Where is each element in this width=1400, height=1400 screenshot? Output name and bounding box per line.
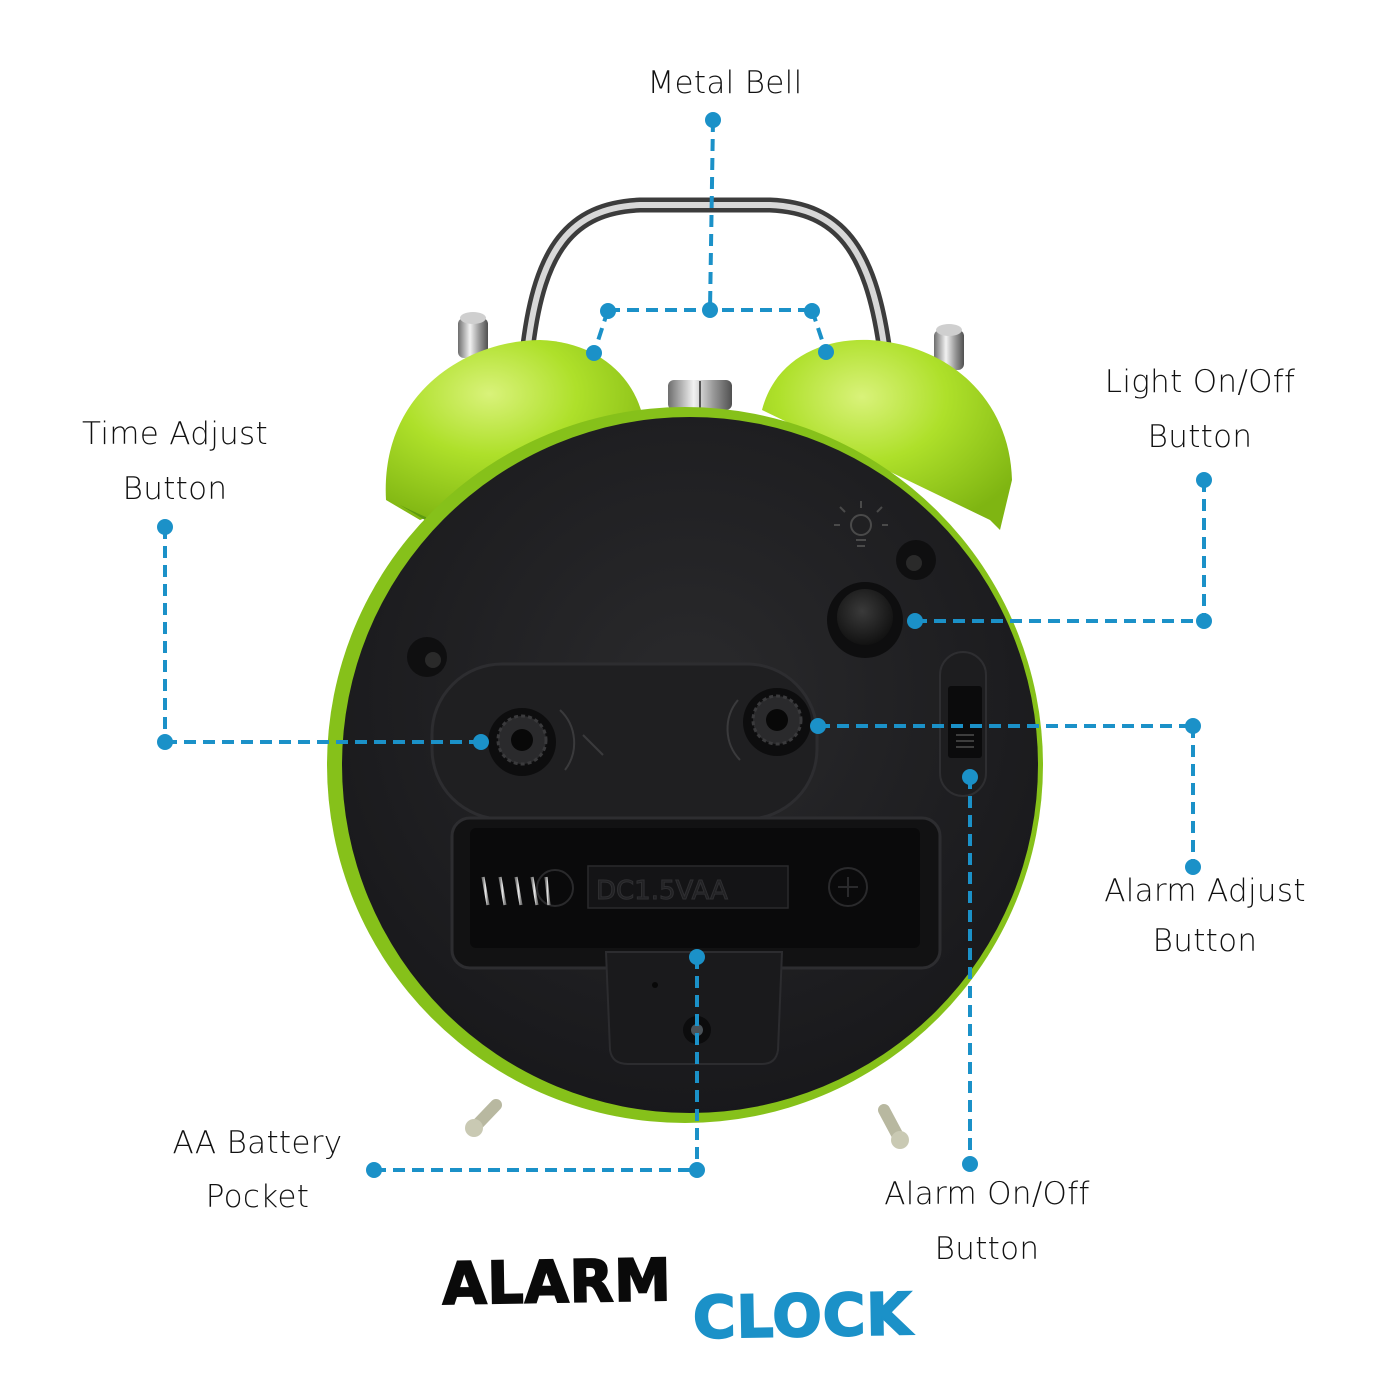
dot-alarm-adjust [810, 718, 826, 734]
label-time-adjust: Time Adjust Button [60, 407, 290, 517]
label-battery-pocket-line1: AA Battery [172, 1125, 343, 1161]
dot-battery-pocket [689, 949, 705, 965]
leader-dots [157, 112, 1212, 1178]
left-bell [385, 340, 645, 520]
left-foot [465, 1099, 502, 1137]
alarm-adjust-knob [743, 688, 811, 756]
right-bell-nut [934, 324, 964, 370]
battery-cover-tab [604, 951, 784, 1065]
time-adjust-knob [488, 708, 556, 776]
time-arrow-mark [559, 709, 576, 771]
label-time-adjust-line2: Button [122, 471, 228, 507]
dot-metal-bell-top [705, 112, 721, 128]
left-bell-nut [458, 312, 488, 358]
label-battery-pocket-line2: Pocket [205, 1179, 310, 1215]
dot-time-adjust [157, 519, 173, 535]
dot-alarm-onoff [962, 769, 978, 785]
label-light-onoff-line1: Light On/Off [1104, 364, 1296, 400]
title-alarm: ALARM [441, 1245, 674, 1319]
label-alarm-adjust-line1: Alarm Adjust [1104, 873, 1306, 909]
title-clock: CLOCK [691, 1279, 913, 1353]
label-metal-bell: Metal Bell [610, 56, 840, 111]
right-bell [762, 339, 1012, 530]
label-light-onoff: Light On/Off Button [1075, 355, 1325, 465]
label-alarm-onoff: Alarm On/Off Button [862, 1167, 1112, 1277]
label-metal-bell-line1: Metal Bell [647, 65, 803, 101]
light-button [837, 589, 893, 645]
label-alarm-onoff-line1: Alarm On/Off [884, 1176, 1090, 1212]
label-alarm-adjust: Alarm Adjust Button [1090, 866, 1320, 966]
dot-light-onoff [1196, 472, 1212, 488]
battery-spring [468, 850, 551, 925]
label-alarm-onoff-line2: Button [934, 1231, 1040, 1267]
battery-marking: DC1.5VAA [596, 876, 728, 906]
lightbulb-icon [834, 501, 888, 547]
right-foot [878, 1104, 909, 1149]
label-battery-pocket: AA Battery Pocket [145, 1116, 370, 1224]
label-alarm-adjust-line2: Button [1152, 923, 1258, 959]
label-time-adjust-line1: Time Adjust [82, 416, 268, 452]
label-light-onoff-line2: Button [1147, 419, 1253, 455]
